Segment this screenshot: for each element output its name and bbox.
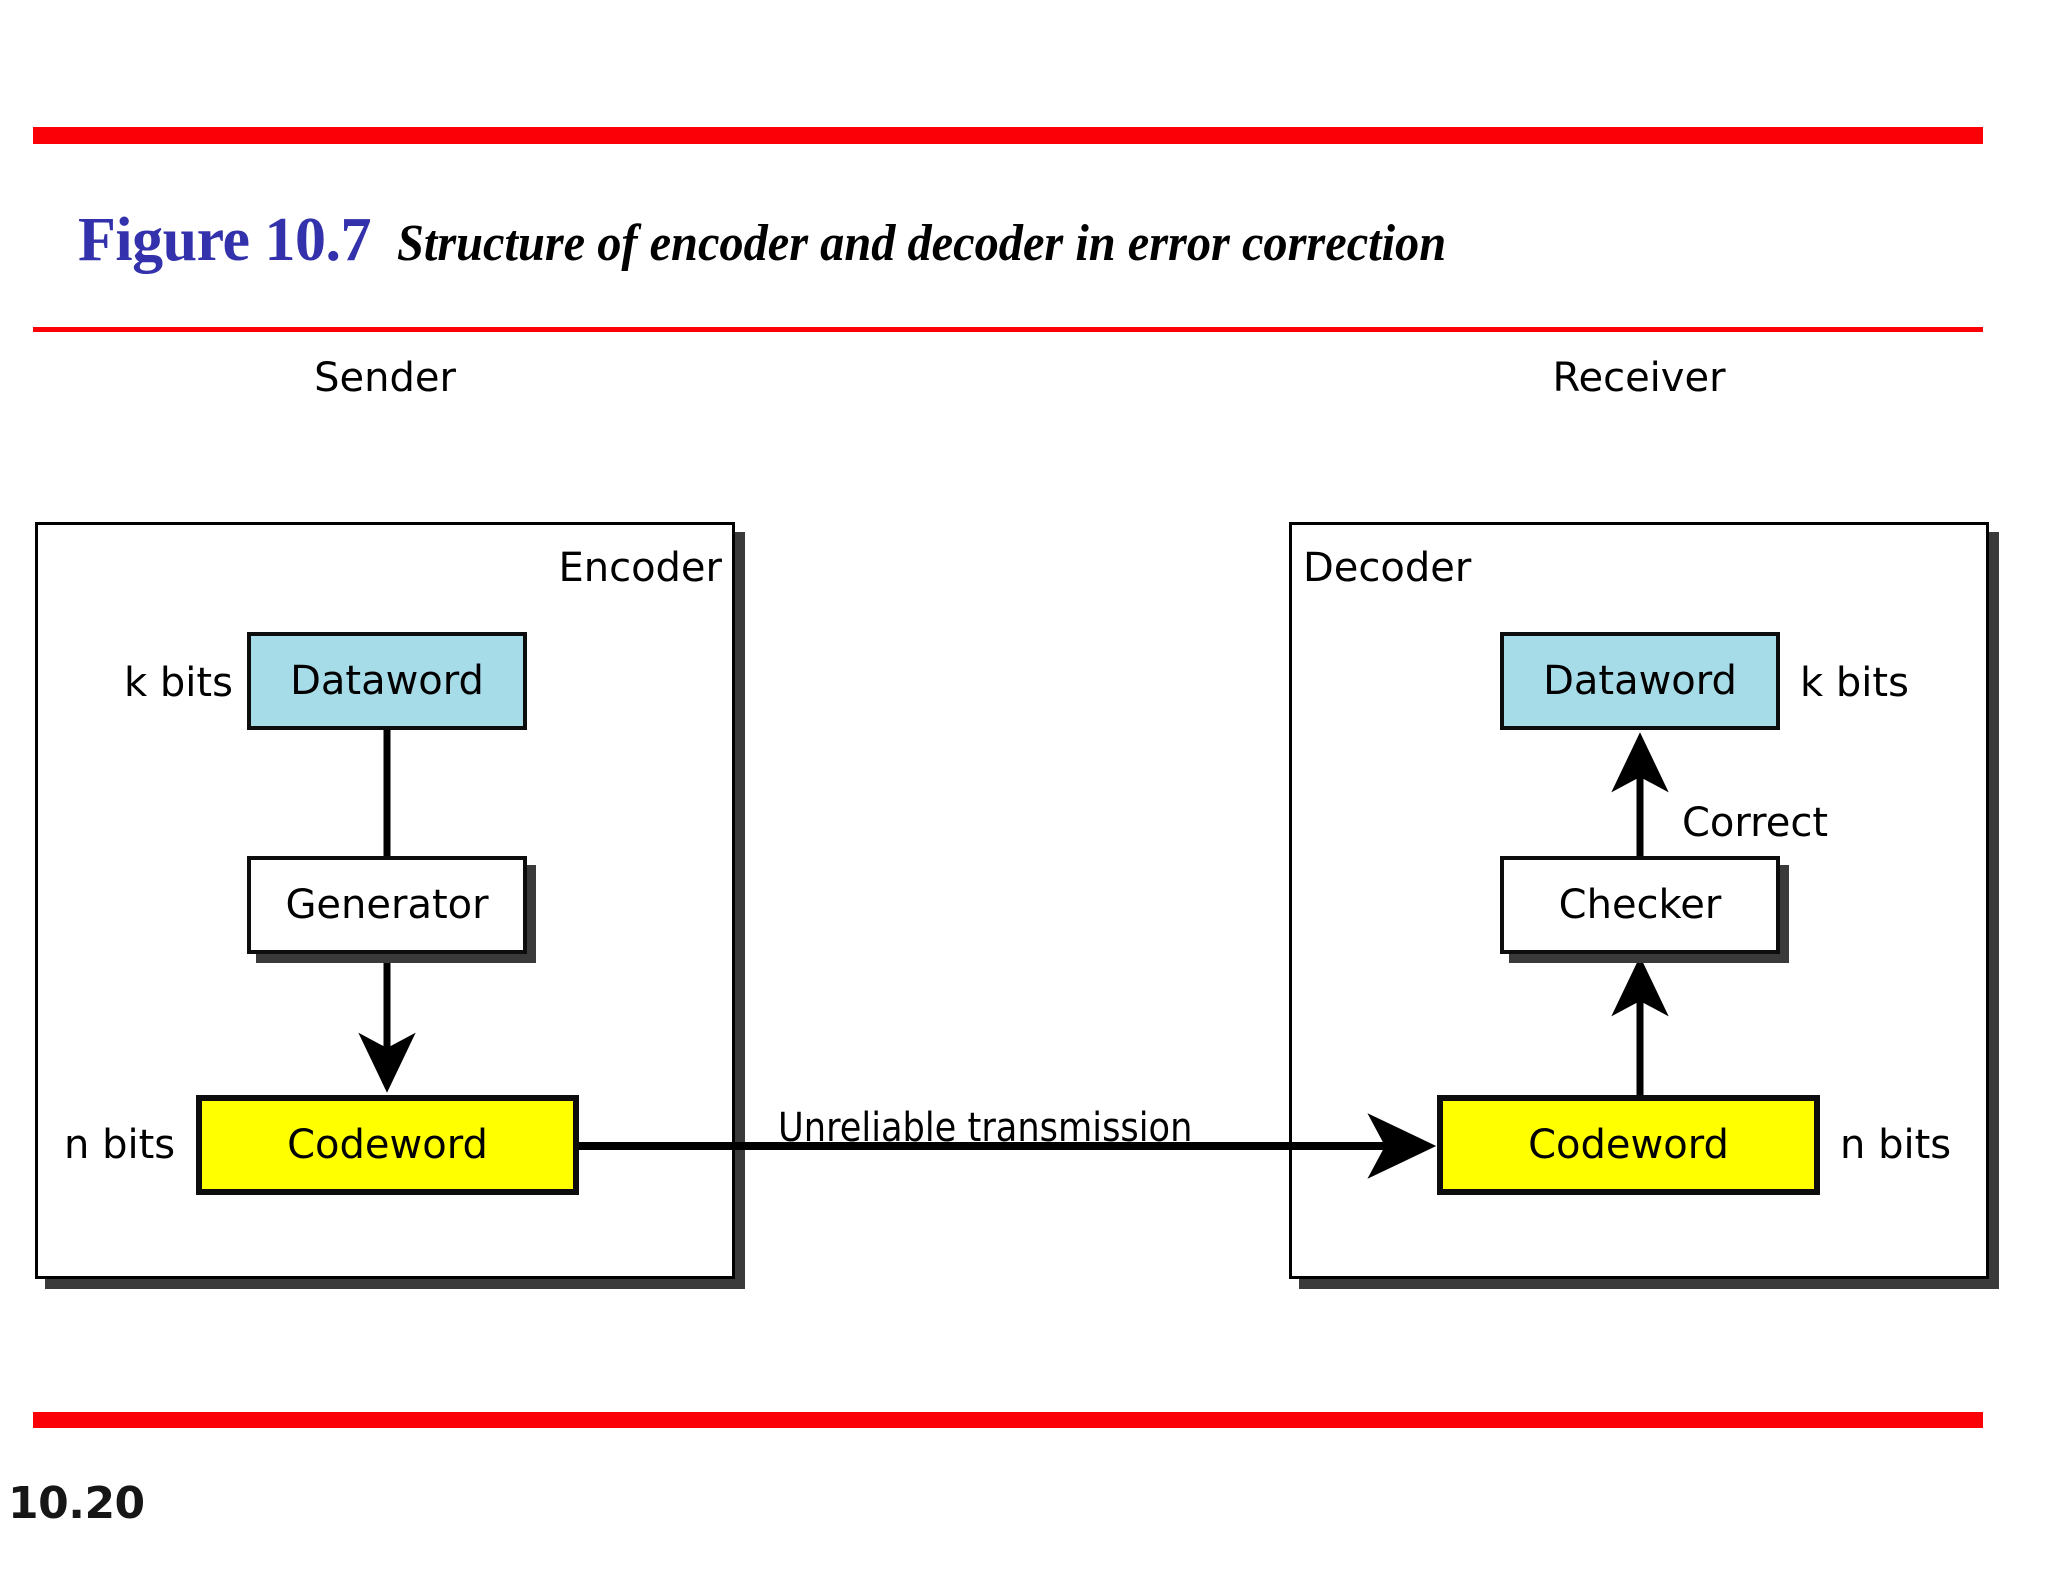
header-rule-top <box>33 127 1983 144</box>
checker-box[interactable]: Checker <box>1500 856 1780 954</box>
figure-caption: Structure of encoder and decoder in erro… <box>397 215 1447 272</box>
sender-codeword-label: Codeword <box>287 1122 488 1168</box>
footer-rule <box>33 1412 1983 1428</box>
sender-dataword-box[interactable]: Dataword <box>247 632 527 730</box>
generator-box[interactable]: Generator <box>247 856 527 954</box>
decoder-label: Decoder <box>1303 545 1472 591</box>
sender-dataword-label: Dataword <box>290 658 484 704</box>
sender-codeword-box[interactable]: Codeword <box>196 1095 579 1195</box>
receiver-codeword-bits-label: n bits <box>1840 1122 1952 1168</box>
sender-label: Sender <box>314 355 456 401</box>
receiver-dataword-label: Dataword <box>1543 658 1737 704</box>
receiver-label: Receiver <box>1552 355 1726 401</box>
correct-label: Correct <box>1682 800 1828 846</box>
checker-label: Checker <box>1558 882 1722 928</box>
receiver-codeword-box[interactable]: Codeword <box>1437 1095 1820 1195</box>
receiver-codeword-label: Codeword <box>1528 1122 1729 1168</box>
receiver-dataword-bits-label: k bits <box>1800 660 1909 706</box>
receiver-dataword-box[interactable]: Dataword <box>1500 632 1780 730</box>
figure-title: Figure 10.7 Structure of encoder and dec… <box>78 205 1928 295</box>
page-number: 10.20 <box>8 1478 145 1529</box>
figure-number-label: Figure 10.7 <box>78 206 372 274</box>
sender-codeword-bits-label: n bits <box>64 1122 176 1168</box>
sender-dataword-bits-label: k bits <box>124 660 233 706</box>
unreliable-transmission-label: Unreliable transmission <box>778 1105 1193 1151</box>
header-rule-thin <box>33 327 1983 332</box>
generator-label: Generator <box>285 882 489 928</box>
encoder-label: Encoder <box>558 545 722 591</box>
